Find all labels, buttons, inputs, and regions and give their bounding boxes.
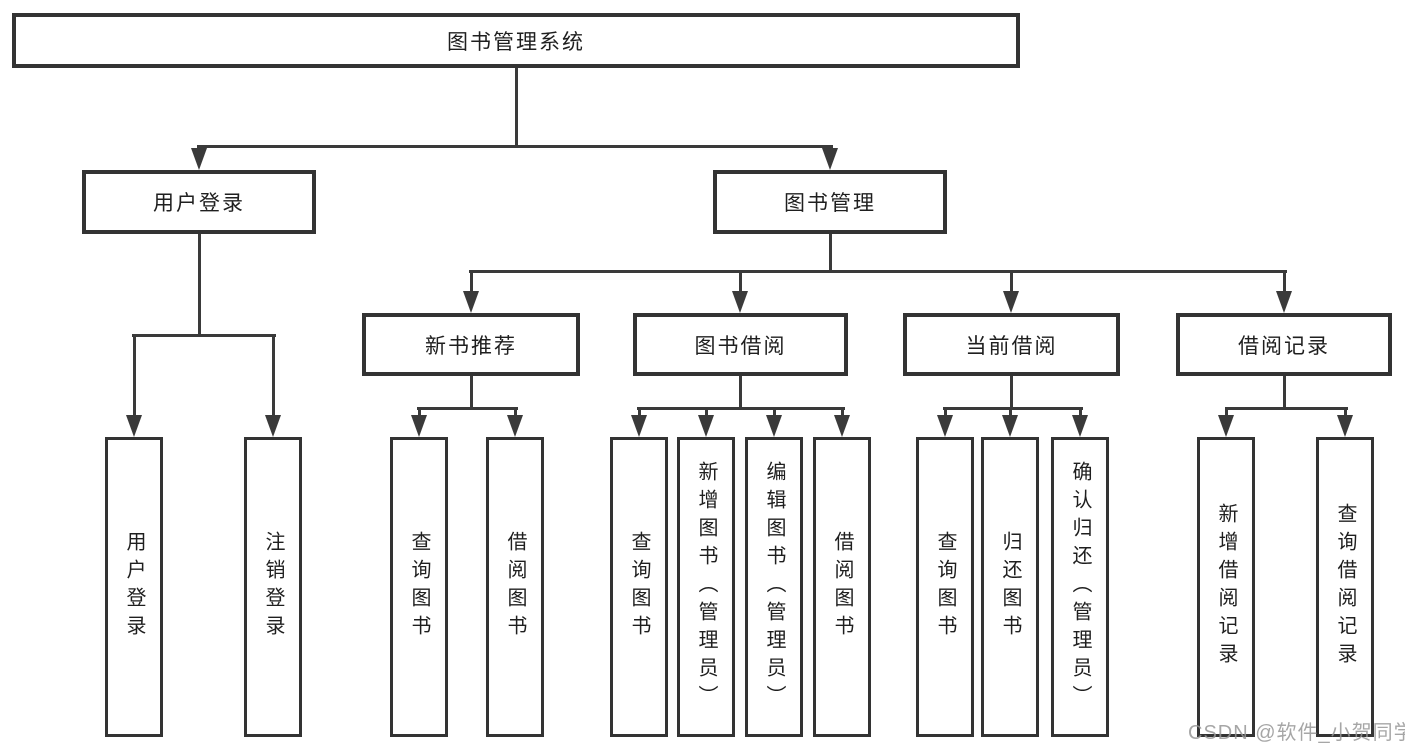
connector-line (470, 376, 473, 410)
arrow-down-icon (507, 415, 523, 437)
leaf-borrow-books-borrowing: 借阅图书 (813, 437, 871, 737)
connector-line (469, 270, 1287, 273)
connector-line (1344, 407, 1347, 420)
connector-line (418, 407, 421, 420)
connector-line (943, 407, 1083, 410)
node-book-borrowing: 图书借阅 (633, 313, 848, 376)
connector-line (1010, 376, 1013, 410)
connector-line (1009, 407, 1012, 420)
connector-line (829, 234, 832, 273)
arrow-down-icon (766, 415, 782, 437)
connector-line (1225, 407, 1228, 420)
connector-line (197, 145, 833, 148)
arrow-down-icon (1276, 291, 1292, 313)
node-book-management: 图书管理 (713, 170, 947, 234)
leaf-query-books-recommend: 查询图书 (390, 437, 448, 737)
connector-line (272, 334, 275, 419)
node-user-login: 用户登录 (82, 170, 316, 234)
arrow-down-icon (732, 291, 748, 313)
arrow-down-icon (126, 415, 142, 437)
connector-line (739, 376, 742, 410)
leaf-return-books: 归还图书 (981, 437, 1039, 737)
connector-line (1283, 376, 1286, 410)
arrow-down-icon (1072, 415, 1088, 437)
connector-line (638, 407, 641, 420)
arrow-down-icon (631, 415, 647, 437)
connector-line (944, 407, 947, 420)
arrow-down-icon (822, 148, 838, 170)
leaf-borrow-books-recommend: 借阅图书 (486, 437, 544, 737)
leaf-add-borrow-record: 新增借阅记录 (1197, 437, 1255, 737)
arrow-down-icon (411, 415, 427, 437)
arrow-down-icon (937, 415, 953, 437)
arrow-down-icon (463, 291, 479, 313)
leaf-query-books-current: 查询图书 (916, 437, 974, 737)
connector-line (133, 334, 136, 419)
leaf-edit-book-admin: 编辑图书（管理员） (745, 437, 803, 737)
arrow-down-icon (1002, 415, 1018, 437)
leaf-add-book-admin: 新增图书（管理员） (677, 437, 735, 737)
connector-line (1283, 270, 1286, 295)
arrow-down-icon (265, 415, 281, 437)
connector-line (417, 407, 518, 410)
connector-line (1225, 407, 1348, 410)
connector-line (198, 234, 201, 337)
arrow-down-icon (1003, 291, 1019, 313)
connector-line (705, 407, 708, 420)
arrow-down-icon (698, 415, 714, 437)
node-root: 图书管理系统 (12, 13, 1020, 68)
leaf-user-login: 用户登录 (105, 437, 163, 737)
arrow-down-icon (1218, 415, 1234, 437)
connector-line (637, 407, 845, 410)
watermark: CSDN @软件_小贺同学 (1188, 722, 1405, 744)
arrow-down-icon (1337, 415, 1353, 437)
connector-line (132, 334, 276, 337)
leaf-confirm-return-admin: 确认归还（管理员） (1051, 437, 1109, 737)
connector-line (841, 407, 844, 420)
node-new-book-recommendation: 新书推荐 (362, 313, 580, 376)
connector-line (515, 68, 518, 146)
node-current-borrowing: 当前借阅 (903, 313, 1120, 376)
connector-line (773, 407, 776, 420)
leaf-query-books-borrowing: 查询图书 (610, 437, 668, 737)
connector-line (1079, 407, 1082, 420)
arrow-down-icon (191, 148, 207, 170)
node-borrowing-records: 借阅记录 (1176, 313, 1392, 376)
connector-line (1010, 270, 1013, 295)
leaf-query-borrow-record: 查询借阅记录 (1316, 437, 1374, 737)
connector-line (514, 407, 517, 420)
leaf-logout: 注销登录 (244, 437, 302, 737)
connector-line (470, 270, 473, 295)
arrow-down-icon (834, 415, 850, 437)
connector-line (739, 270, 742, 295)
